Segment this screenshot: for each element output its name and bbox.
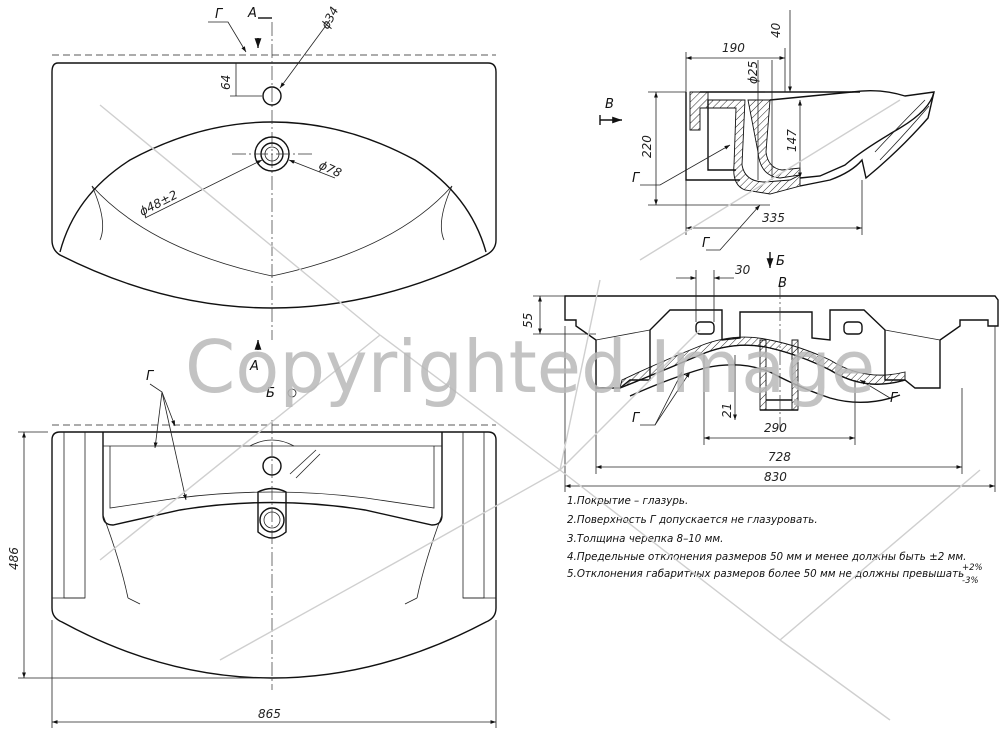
bottom-view: Г 486 865 [7, 369, 497, 728]
label-section-b-marker: Б [266, 386, 275, 401]
dim-drain-25: ϕ25 [746, 61, 760, 84]
notes-block: 1.Покрытие – глазурь. 2.Поверхность Г до… [567, 495, 983, 586]
watermark-text: Copyrighted Image [185, 325, 875, 409]
watermark: Copyrighted Image [99, 99, 981, 721]
dim-width-30: 30 [735, 263, 751, 277]
label-surface-b2: Г [702, 236, 711, 251]
note-3: 3.Толщина черепка 8–10 мм. [567, 533, 723, 545]
note-5: 5.Отклонения габаритных размеров более 5… [567, 568, 964, 580]
label-view-v-side: В [605, 97, 614, 112]
section-b-view: 190 40 ϕ25 220 147 335 В Г Г Б [599, 10, 935, 269]
note-4: 4.Предельные отклонения размеров 50 мм и… [567, 551, 966, 563]
dim-width-728: 728 [768, 450, 791, 464]
dim-height-40: 40 [769, 22, 783, 38]
note-1: 1.Покрытие – глазурь. [567, 495, 688, 507]
dim-drain-flange: ϕ78 [317, 158, 344, 180]
dim-height-55: 55 [521, 313, 535, 328]
tolerance-minus: -3% [962, 576, 979, 586]
label-surface-top: Г [215, 7, 224, 22]
label-section-a-top: А [247, 6, 257, 21]
dim-width-830: 830 [764, 470, 787, 484]
label-surface-v-right: Г [890, 391, 899, 406]
dim-height-220: 220 [640, 135, 654, 158]
dim-width: 865 [258, 707, 281, 721]
dim-hole-offset: 64 [219, 75, 233, 90]
dim-drain-hole: ϕ48±2 [137, 188, 180, 219]
section-v-view: 55 30 21 290 728 830 В Г Г [521, 263, 999, 492]
dim-width-290: 290 [764, 421, 787, 435]
dim-depth: 486 [7, 547, 21, 570]
note-2: 2.Поверхность Г допускается не глазурова… [567, 514, 818, 526]
dim-width-190: 190 [722, 41, 745, 55]
label-section-a-bottom: А [249, 359, 259, 374]
dim-width-335: 335 [762, 211, 785, 225]
dim-height-147: 147 [785, 129, 799, 152]
dim-height-21: 21 [720, 403, 734, 418]
tolerance-plus: +2% [962, 563, 983, 573]
label-surface-b1: Г [632, 171, 641, 186]
label-section-b: Б [776, 254, 785, 269]
label-view-v-front: В [778, 276, 787, 291]
label-surface-v-left: Г [632, 411, 641, 426]
dim-tap-hole: ϕ34 [318, 4, 341, 31]
label-surface-bottom: Г [146, 369, 155, 384]
